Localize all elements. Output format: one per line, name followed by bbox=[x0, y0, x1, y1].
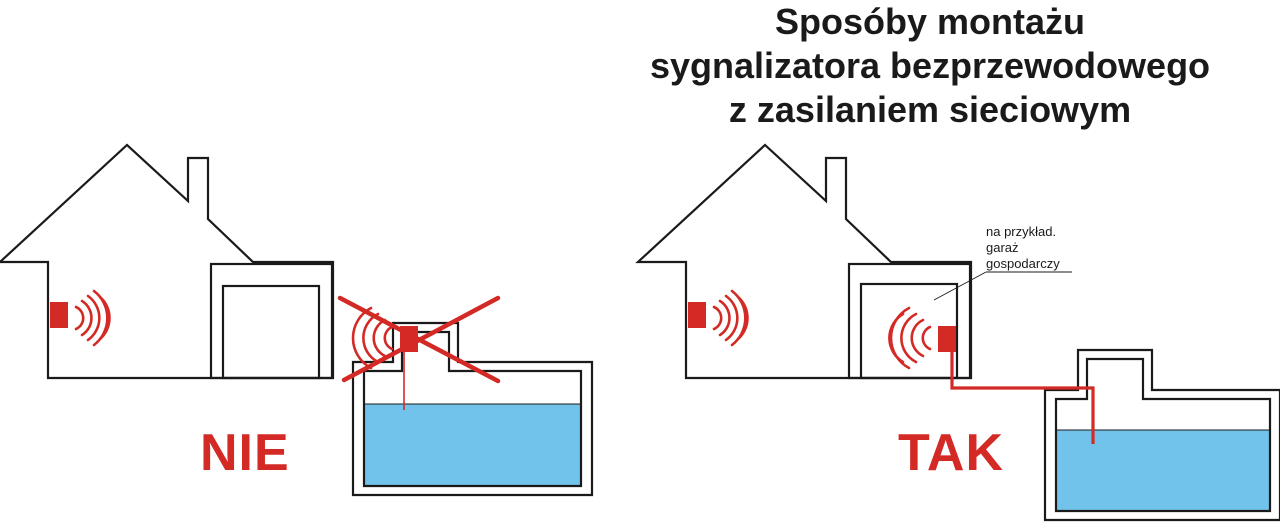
tank-outer-right bbox=[1043, 348, 1280, 522]
title-line-2: sygnalizatora bezprzewodowego bbox=[649, 45, 1211, 86]
garage-note: na przykład. garaż gospodarczy bbox=[986, 224, 1060, 272]
title-line-3: z zasilaniem sieciowym bbox=[728, 89, 1132, 130]
transmitter-garage-right bbox=[938, 326, 956, 352]
verdict-nie-label: NIE bbox=[200, 424, 290, 482]
tank-water-right bbox=[1056, 430, 1270, 511]
cross-mark-icon bbox=[337, 295, 501, 384]
garage-door-left bbox=[221, 284, 321, 380]
transmitter-house-left bbox=[50, 302, 68, 328]
tank-inner-left bbox=[362, 330, 583, 488]
transmitter-house-right bbox=[688, 302, 706, 328]
signal-waves-house-right bbox=[712, 289, 749, 347]
garage-door-right bbox=[859, 282, 959, 380]
left-scene bbox=[0, 143, 594, 497]
page-title: Sposóby montażu sygnalizatora bezprzewod… bbox=[560, 0, 1280, 132]
house-outline-left bbox=[0, 143, 335, 380]
note-leader-line bbox=[933, 271, 987, 301]
signal-waves-tank-left bbox=[351, 306, 394, 370]
house-outline-right bbox=[635, 143, 973, 380]
tank-outer-left bbox=[351, 321, 594, 497]
verdict-tak-label: TAK bbox=[898, 424, 1005, 482]
note-line-2: garaż bbox=[986, 240, 1019, 255]
note-line-3: gospodarczy bbox=[986, 256, 1060, 271]
title-line-1: Sposóby montażu bbox=[774, 1, 1085, 42]
note-line-1: na przykład. bbox=[986, 224, 1057, 239]
right-scene bbox=[635, 143, 1280, 522]
tank-water-left bbox=[364, 404, 581, 486]
sensor-cable-right bbox=[950, 350, 1095, 444]
garage-left bbox=[209, 262, 334, 380]
signal-waves-garage-right bbox=[888, 306, 932, 370]
tank-inner-right bbox=[1054, 357, 1272, 513]
signal-waves-house-left bbox=[74, 289, 111, 347]
